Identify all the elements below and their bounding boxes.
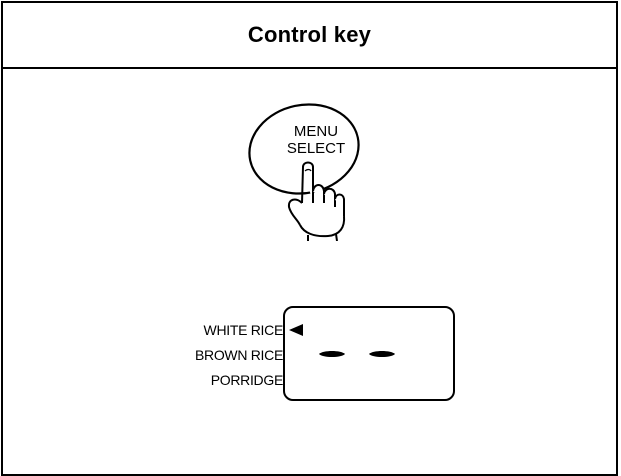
left-arrow-indicator-icon [289,324,303,336]
menu-label-white-rice: WHITE RICE [203,322,284,338]
menu-select-button[interactable] [244,91,364,241]
menu-label-porridge: PORRIDGE [210,372,284,388]
pressing-hand-icon [287,161,346,241]
lcd-display-content [289,324,395,357]
button-label-line1: MENU [293,123,339,140]
segment-dash-1 [319,351,345,357]
segment-dash-2 [369,351,395,357]
menu-label-brown-rice: BROWN RICE [194,347,283,363]
lcd-display [283,306,455,401]
button-label-line2: SELECT [286,140,346,157]
header-bar: Control key [3,3,616,69]
page-title: Control key [247,22,372,47]
